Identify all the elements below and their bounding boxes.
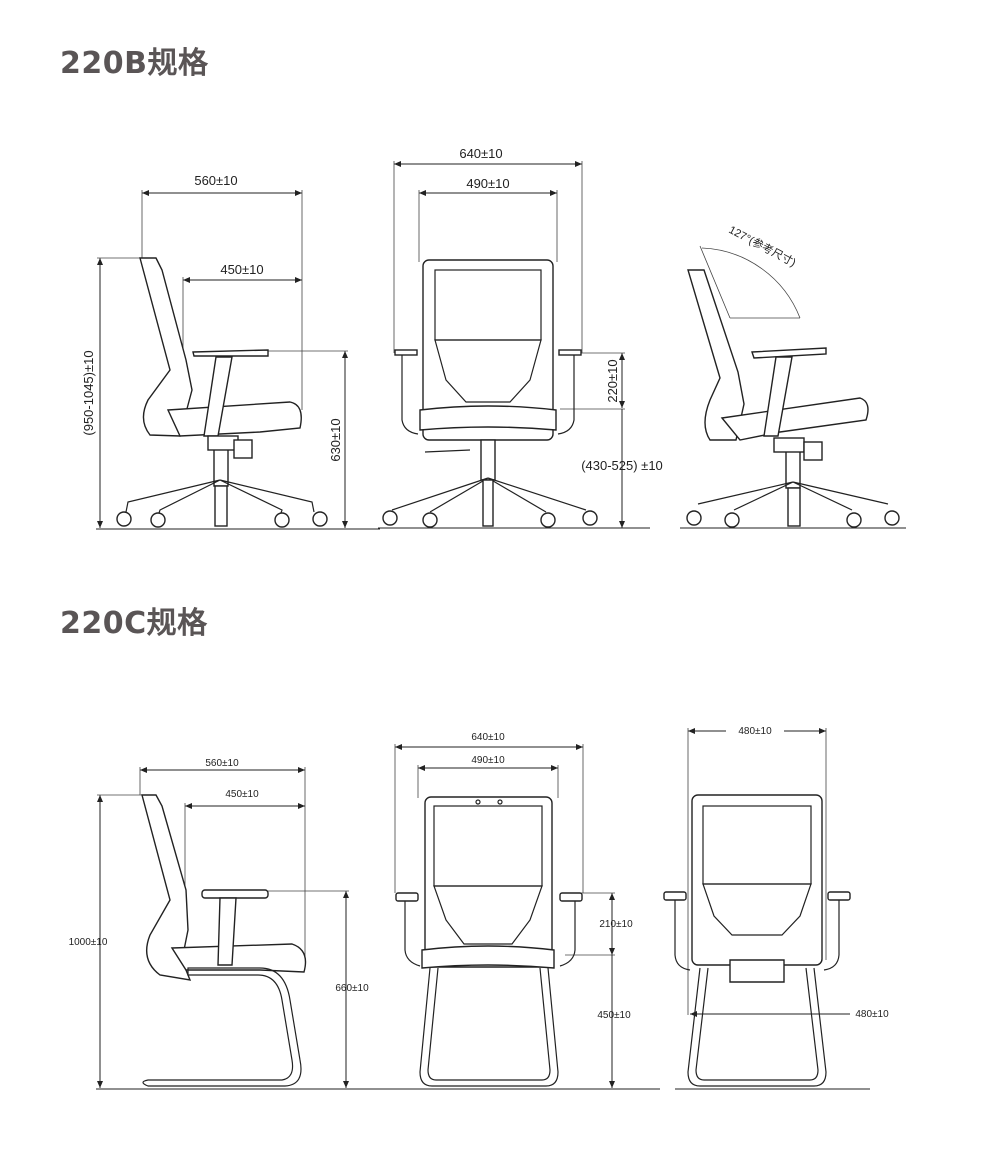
chair-220c-front-view: 640±10 490±10 210±10 450±10 — [380, 732, 660, 1090]
dim-220b-side-seat-depth: 450±10 — [220, 262, 263, 277]
section-title-220c: 220C规格 — [60, 606, 208, 641]
chair-220c-side-view: 560±10 450±10 1000±10 660±10 — [69, 758, 380, 1090]
section-title-220b: 220B规格 — [60, 46, 209, 81]
dim-220c-front-arm-height: 210±10 — [599, 919, 633, 930]
dim-220c-front-back-width: 490±10 — [471, 755, 505, 766]
dim-220c-front-width: 640±10 — [471, 732, 505, 743]
chair-220b-recline-view: 127°(参考尺寸) — [680, 222, 906, 529]
dim-220b-side-arm-height: 630±10 — [328, 418, 343, 461]
dim-220c-front-seat-height: 450±10 — [597, 1010, 631, 1021]
chair-220c-back-view: 480±10 480±10 — [663, 724, 889, 1090]
dim-220c-side-seat-depth: 450±10 — [225, 789, 259, 800]
dim-220b-side-depth: 560±10 — [194, 173, 237, 188]
dim-220c-side-depth: 560±10 — [205, 758, 239, 769]
dim-220b-side-height: (950-1045)±10 — [81, 350, 96, 435]
dim-220b-front-arm-height: 220±10 — [605, 359, 620, 402]
chair-220b-side-view: 560±10 450±10 (950-1045)±10 630±10 — [81, 173, 380, 530]
chair-220b-front-view: 640±10 490±10 220±10 (430-525) ±10 — [378, 146, 663, 529]
dim-220b-recline-angle: 127°(参考尺寸) — [727, 222, 799, 269]
dim-220c-back-width: 480±10 — [738, 726, 772, 737]
dim-220c-side-height: 1000±10 — [69, 937, 108, 948]
dim-220c-base-width: 480±10 — [855, 1009, 889, 1020]
dim-220c-side-arm-height: 660±10 — [335, 983, 369, 994]
dim-220b-front-width: 640±10 — [459, 146, 502, 161]
dim-220b-front-back-width: 490±10 — [466, 176, 509, 191]
dim-220b-front-seat-height: (430-525) ±10 — [581, 458, 663, 473]
